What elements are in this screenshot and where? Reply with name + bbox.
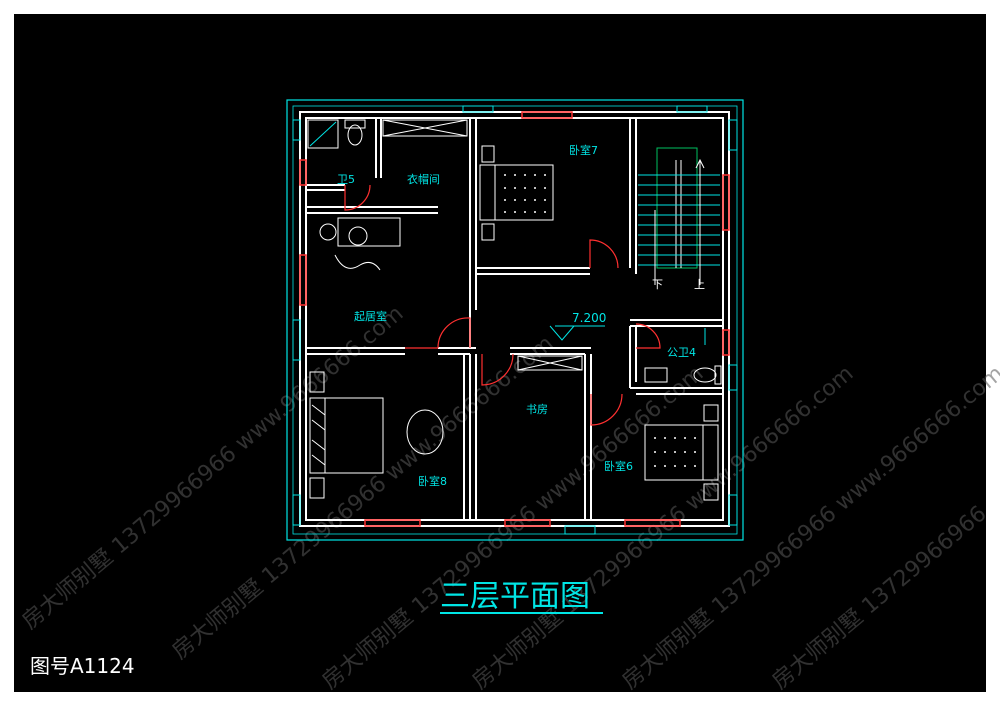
bath4-fixtures <box>644 328 722 385</box>
stair-down-label: 下 <box>652 278 663 291</box>
living-furniture <box>319 217 401 271</box>
room-label-bedroom8: 卧室8 <box>418 474 447 488</box>
wardrobe-cabinet <box>382 119 468 137</box>
windows <box>299 111 730 527</box>
room-label-bedroom6: 卧室6 <box>604 459 633 473</box>
stair-up-label: 上 <box>694 278 705 291</box>
svg-text:房大师别墅 13729966966 www.9666666.: 房大师别墅 13729966966 www.9666666.com <box>168 331 559 664</box>
elevation-mark <box>549 325 605 341</box>
drawing-code: 图号A1124 <box>30 654 135 678</box>
staircase <box>638 147 720 285</box>
bath5-fixtures <box>307 119 366 149</box>
room-label-bath5: 卫5 <box>337 173 355 186</box>
window-marks <box>292 105 738 535</box>
plan-title: 三层平面图 <box>440 579 590 614</box>
outer-boundary <box>286 99 744 541</box>
bed-bedroom6 <box>644 404 719 501</box>
doors <box>344 184 661 426</box>
cad-canvas <box>14 14 986 692</box>
elevation-label: 7.200 <box>572 311 606 325</box>
bed-bedroom7 <box>479 145 554 241</box>
bed-bedroom8 <box>309 371 444 499</box>
room-label-wardrobe: 衣帽间 <box>407 172 440 186</box>
watermark: 房大师别墅 13729966966 www.9666666.com 房大师别墅 … <box>18 301 1000 694</box>
svg-text:房大师别墅 13729966966 www.9666666.: 房大师别墅 13729966966 www.9666666.com <box>18 301 409 634</box>
room-label-bedroom7: 卧室7 <box>569 143 598 157</box>
study-cabinet <box>517 355 583 371</box>
room-label-living: 起居室 <box>354 309 387 323</box>
room-label-public-bath4: 公卫4 <box>667 346 696 359</box>
room-label-study: 书房 <box>526 403 548 416</box>
